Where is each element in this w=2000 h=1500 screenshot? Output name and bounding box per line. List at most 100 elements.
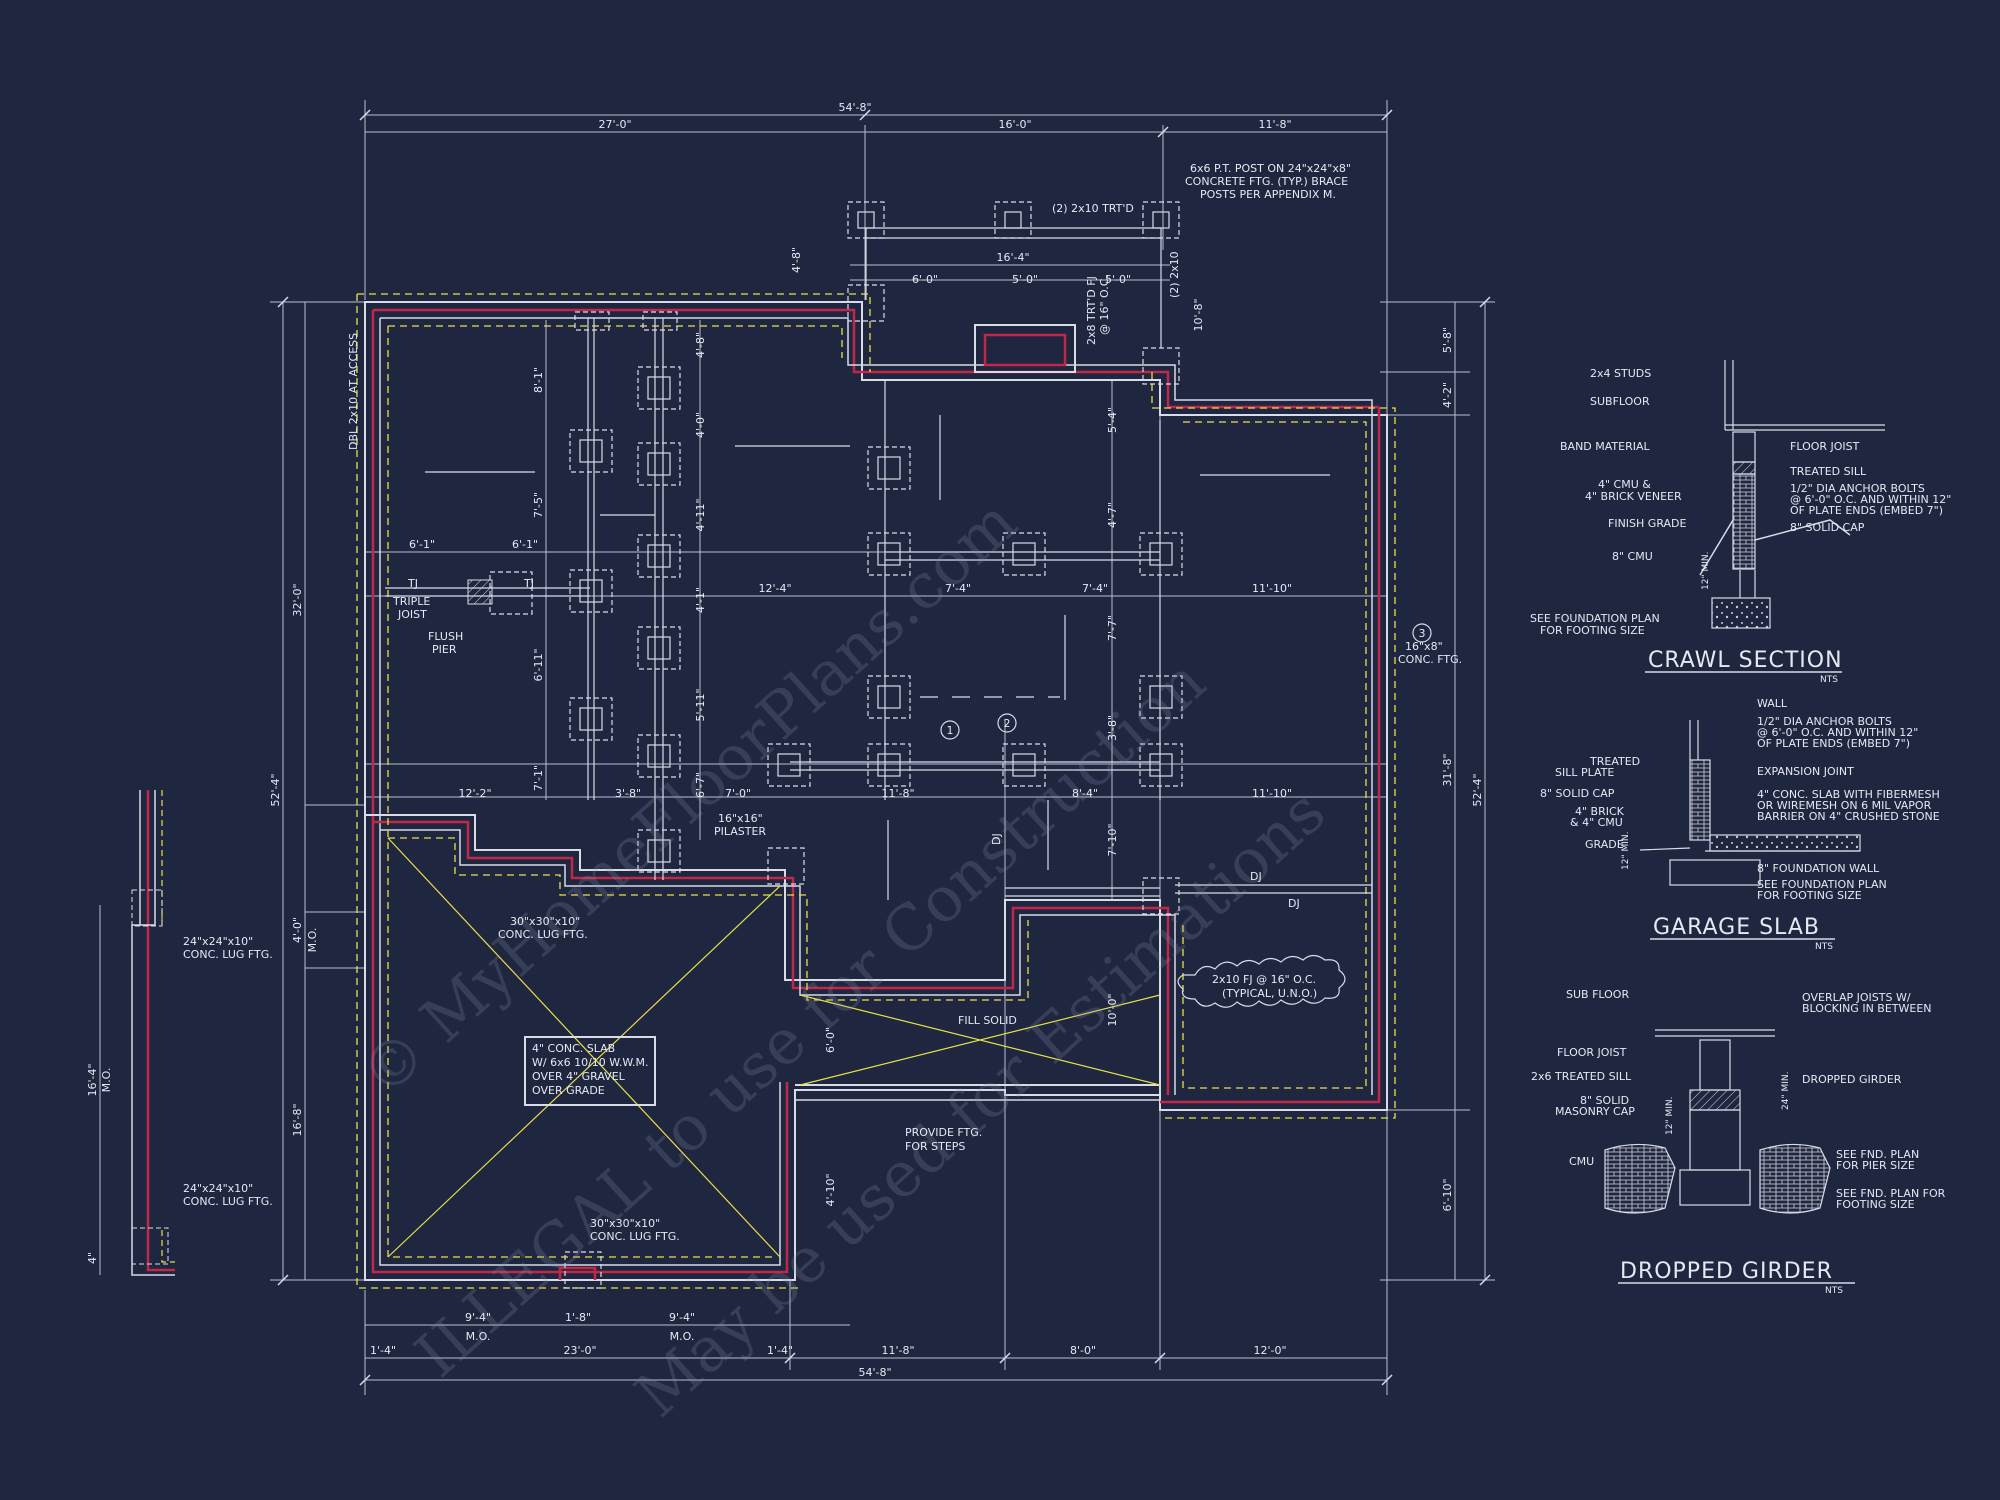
- note-triple-joist-2: JOIST: [397, 608, 427, 621]
- dim-left-4-0: 4'-0": [291, 917, 304, 943]
- garage-sill-2: SILL PLATE: [1555, 766, 1614, 779]
- dim-bot-mo-b: M.O.: [670, 1330, 695, 1343]
- girder-overlap-2: BLOCKING IN BETWEEN: [1802, 1002, 1932, 1015]
- dim-right-52-4: 52'-4": [1471, 773, 1484, 806]
- note-lug30b-1: 30"x30"x10": [590, 1217, 660, 1230]
- dim-porch-5-0a: 5'-0": [1012, 273, 1038, 286]
- garage-title: GARAGE SLAB: [1653, 915, 1820, 940]
- girder-pier-1: SEE FND. PLAN: [1836, 1148, 1919, 1161]
- dim-right-5-8: 5'-8": [1441, 327, 1454, 353]
- crawl-finish-grade: FINISH GRADE: [1608, 517, 1687, 530]
- girder-title: DROPPED GIRDER: [1620, 1259, 1833, 1284]
- note-tj2: TJ: [523, 577, 534, 590]
- crawl-nts: NTS: [1820, 675, 1838, 685]
- note-slab-3: OVER 4" GRAVEL: [532, 1070, 626, 1083]
- dim-v-6-11: 6'-11": [532, 648, 545, 681]
- dim-left-52-4: 52'-4": [269, 773, 282, 806]
- dim-side-16-4: 16'-4": [86, 1063, 99, 1096]
- flush-pier: [467, 579, 493, 605]
- dim-v-6-7: 6'-7": [694, 772, 707, 798]
- note-lug24b-1: 24"x24"x10": [183, 1182, 253, 1195]
- note-flush-pier-2: PIER: [432, 643, 457, 656]
- girder-cap-1: 8" SOLID: [1580, 1094, 1629, 1107]
- garage-sill-1: TREATED: [1589, 755, 1640, 768]
- tag-1: 1: [947, 724, 954, 737]
- dim-bot-11-8: 11'-8": [881, 1344, 914, 1357]
- plan-notes: 6x6 P.T. POST ON 24"x24"x8" CONCRETE FTG…: [183, 162, 1462, 1243]
- fj-note-cloud: [1177, 954, 1346, 1008]
- dim-top-seg3: 11'-8": [1258, 118, 1291, 131]
- note-slab-1: 4" CONC. SLAB: [532, 1042, 615, 1055]
- foundation-walls: [364, 301, 1388, 1281]
- dim-row-12-4: 12'-4": [758, 582, 791, 595]
- crawl-cmu-brick-1: 4" CMU &: [1598, 478, 1651, 491]
- dimension-lines: [270, 100, 1495, 1395]
- crawl-section-detail: 2x4 STUDS SUBFLOOR BAND MATERIAL FLOOR J…: [1530, 367, 1951, 685]
- note-post-1: 6x6 P.T. POST ON 24"x24"x8": [1190, 162, 1351, 175]
- crawl-treated-sill: TREATED SILL: [1789, 465, 1867, 478]
- dim-left-mo: M.O.: [306, 928, 319, 953]
- dim-row-6-1a: 6'-1": [409, 538, 435, 551]
- dim-v-7-5: 7'-5": [532, 492, 545, 518]
- dim-bot-8-0: 8'-0": [1070, 1344, 1096, 1357]
- note-lug24a-2: CONC. LUG FTG.: [183, 948, 273, 961]
- girder-min24: 24" MIN.: [1781, 1072, 1791, 1110]
- dim-row-7-4b: 7'-4": [1082, 582, 1108, 595]
- note-lug30-1: 30"x30"x10": [510, 915, 580, 928]
- dim-bot-12-0: 12'-0": [1253, 1344, 1286, 1357]
- note-dj2: DJ: [1250, 870, 1262, 883]
- note-trtd-vertical: (2) 2x10: [1168, 251, 1181, 298]
- dim-v-5-11: 5'-11": [694, 688, 707, 721]
- girder-sill: 2x6 TREATED SILL: [1531, 1070, 1632, 1083]
- dim-row-11-8: 11'-8": [881, 787, 914, 800]
- dim-right-6-10: 6'-10": [1441, 1178, 1454, 1211]
- dim-bot-1-8: 1'-8": [565, 1311, 591, 1324]
- crawl-anchor-1: 1/2" DIA ANCHOR BOLTS: [1790, 482, 1925, 495]
- note-provide-ftg-2: FOR STEPS: [905, 1140, 965, 1153]
- dim-v-5-4: 5'-4": [1106, 407, 1119, 433]
- dim-left-16-8: 16'-8": [291, 1103, 304, 1136]
- garage-slab-1: 4" CONC. SLAB WITH FIBERMESH: [1757, 788, 1940, 801]
- joist-direction-arrows: [425, 415, 1330, 900]
- crawl-subfloor: SUBFLOOR: [1590, 395, 1650, 408]
- note-provide-ftg-1: PROVIDE FTG.: [905, 1126, 982, 1139]
- dim-v-4-0: 4'-0": [694, 412, 707, 438]
- dim-v-8-1: 8'-1": [532, 367, 545, 393]
- dim-left-32-0: 32'-0": [291, 583, 304, 616]
- dim-v-7-1: 7'-1": [532, 765, 545, 791]
- garage-nts: NTS: [1815, 942, 1833, 952]
- dim-row-7-4a: 7'-4": [945, 582, 971, 595]
- note-trtd: (2) 2x10 TRT'D: [1052, 202, 1134, 215]
- garage-anchor-3: OF PLATE ENDS (EMBED 7"): [1757, 737, 1910, 750]
- dim-bot-9-4a: 9'-4": [465, 1311, 491, 1324]
- note-pilaster-2: PILASTER: [714, 825, 766, 838]
- note-ftg16-2: CONC. FTG.: [1398, 653, 1462, 666]
- crawl-anchor-3: OF PLATE ENDS (EMBED 7"): [1790, 504, 1943, 517]
- dim-v-4-11: 4'-11": [694, 498, 707, 531]
- porch-posts: [847, 201, 1180, 385]
- dim-porch-6-0: 6'-0": [912, 273, 938, 286]
- garage-brick-2: & 4" CMU: [1570, 816, 1623, 829]
- girder-nts: NTS: [1825, 1286, 1843, 1296]
- dim-top-overall: 54'-8": [838, 101, 871, 114]
- note-triple-joist-1: TRIPLE: [392, 595, 430, 608]
- dim-side-4: 4": [86, 1252, 99, 1264]
- dropped-girder-detail: SUB FLOOR OVERLAP JOISTS W/ BLOCKING IN …: [1531, 988, 1946, 1296]
- dim-right-4-2: 4'-2": [1441, 382, 1454, 408]
- crawl-anchor-2: @ 6'-0" O.C. AND WITHIN 12": [1790, 493, 1951, 506]
- garage-slab-2: OR WIREMESH ON 6 MIL VAPOR: [1757, 799, 1932, 812]
- note-post-2: CONCRETE FTG. (TYP.) BRACE: [1185, 175, 1348, 188]
- dim-porch-4-8: 4'-8": [790, 247, 803, 273]
- dim-porch-16-4: 16'-4": [996, 251, 1029, 264]
- crawl-cmu-brick-2: 4" BRICK VENEER: [1585, 490, 1682, 503]
- dim-row-11-10a: 11'-10": [1252, 582, 1292, 595]
- note-fj-cloud-2: (TYPICAL, U.N.O.): [1222, 987, 1317, 1000]
- dim-bot-mo-a: M.O.: [466, 1330, 491, 1343]
- garage-brick-1: 4" BRICK: [1575, 805, 1625, 818]
- note-dj3: DJ: [1288, 897, 1300, 910]
- dim-row-3-8: 3'-8": [615, 787, 641, 800]
- dim-bot-9-4b: 9'-4": [669, 1311, 695, 1324]
- interior-piers: [489, 311, 1183, 1289]
- note-slab-2: W/ 6x6 10/10 W.W.M.: [532, 1056, 649, 1069]
